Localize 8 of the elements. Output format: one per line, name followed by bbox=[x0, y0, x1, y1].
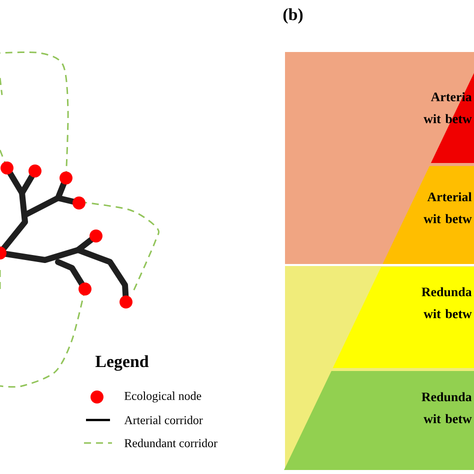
pyramid-band: Redunda wit betw bbox=[332, 267, 474, 368]
legend-text: Ecological node bbox=[124, 392, 202, 402]
pyramid-band: Arterial wit betw bbox=[382, 166, 474, 264]
legend-text: Arterial corridor bbox=[124, 416, 203, 424]
panel-label: (b) bbox=[283, 8, 303, 24]
pyramid-band: Redunda wit betw bbox=[284, 371, 474, 470]
legend-text: Redundant corridor bbox=[124, 438, 218, 448]
legend-title: Legend bbox=[95, 355, 149, 371]
